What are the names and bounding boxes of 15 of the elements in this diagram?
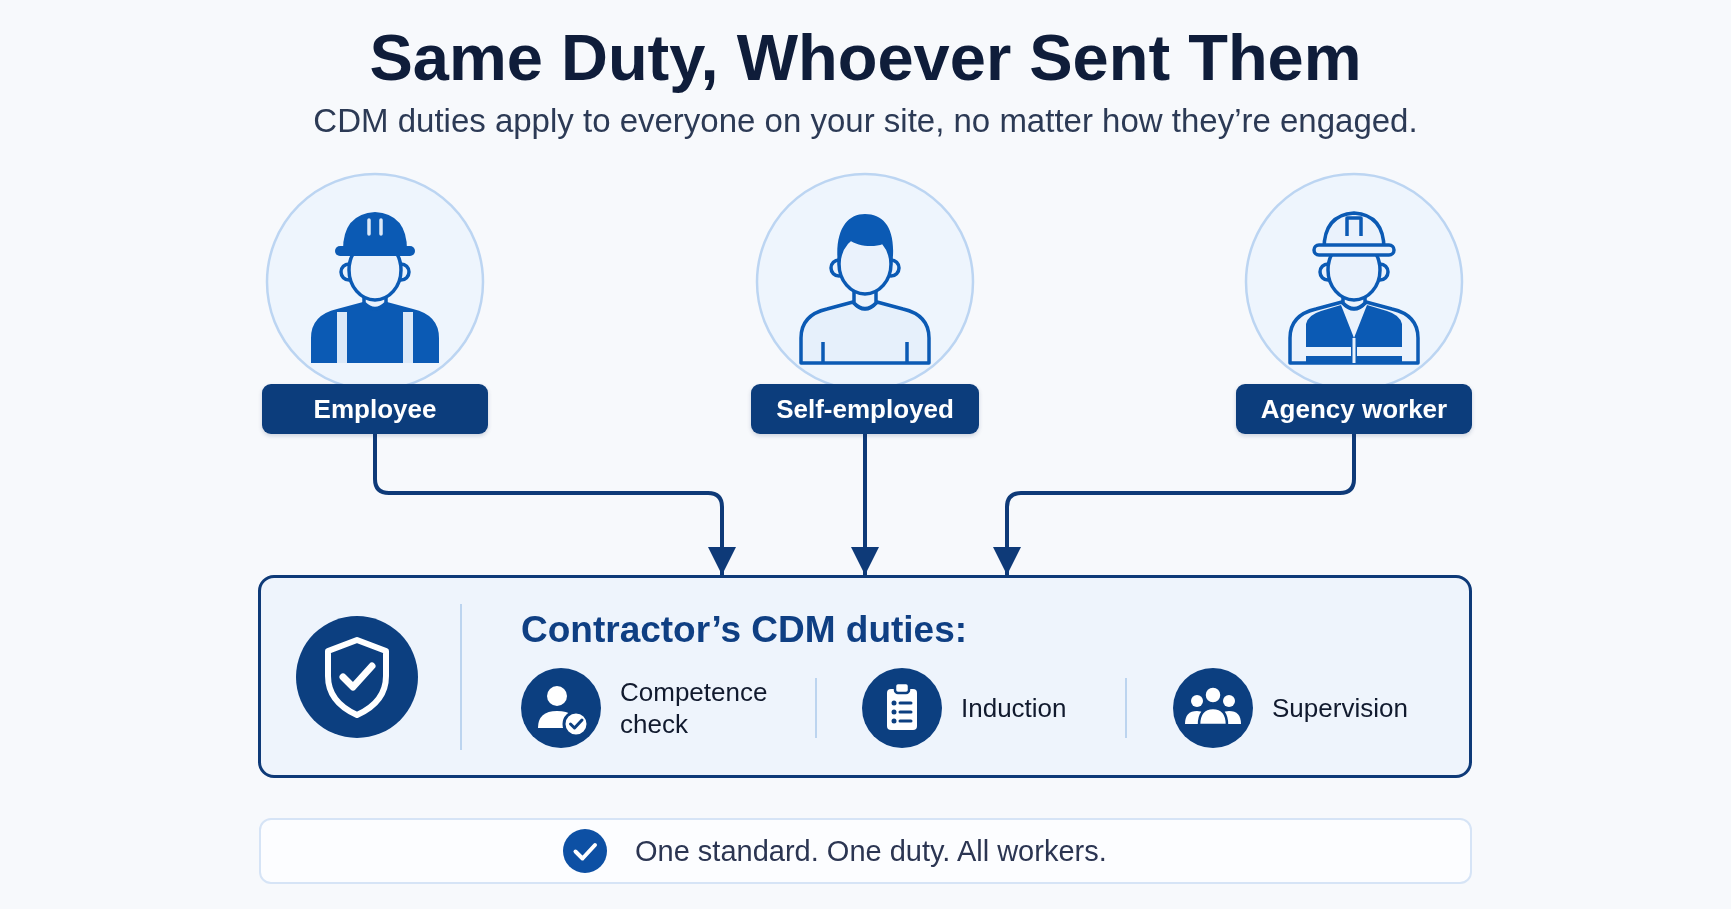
- duty-item-text: Competence check: [620, 676, 769, 740]
- duty-item-text: Induction: [961, 692, 1067, 724]
- role-tag: Agency worker: [1236, 384, 1472, 434]
- arrow: [851, 434, 879, 575]
- duty-item-text: Supervision: [1272, 692, 1408, 724]
- arrow: [993, 434, 1356, 575]
- summary-text: One standard. One duty. All workers.: [635, 834, 1107, 869]
- summary-bar: [259, 818, 1472, 884]
- role-tag: Self-employed: [751, 384, 979, 434]
- panel-heading: Contractor’s CDM duties:: [521, 608, 968, 652]
- duties-panel: [258, 575, 1472, 778]
- arrow: [373, 434, 736, 575]
- subtitle: CDM duties apply to everyone on your site, no matter how they’re engaged.: [313, 101, 1418, 141]
- role-tag: Employee: [262, 384, 488, 434]
- title: Same Duty, Whoever Sent Them: [369, 20, 1362, 96]
